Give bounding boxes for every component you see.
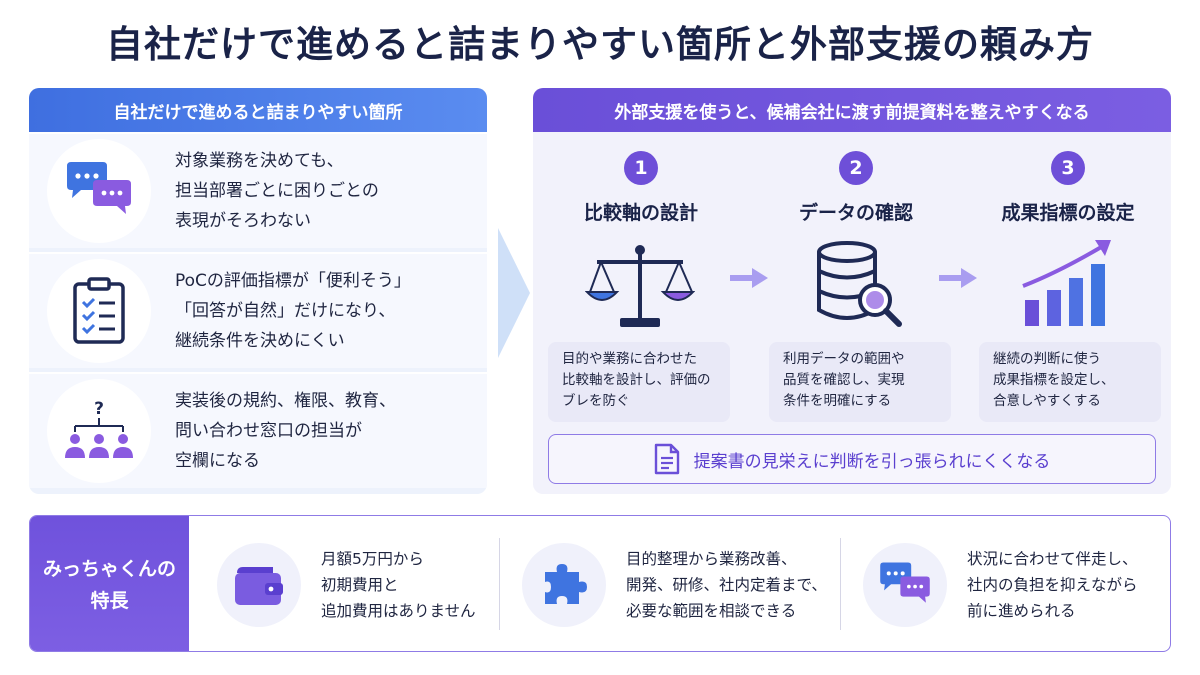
- chat-bubbles-icon: [47, 139, 151, 243]
- feature-text: 月額5万円から 初期費用と 追加費用はありません: [321, 549, 476, 620]
- divider: [840, 538, 841, 630]
- support-panel: 外部支援を使うと、候補会社に渡す前提資料を整えやすくなる 1 比較軸の設計 目的…: [533, 88, 1171, 494]
- issue-item: PoCの評価指標が「便利そう」 「回答が自然」だけになり、 継続条件を決めにくい: [29, 252, 487, 368]
- arrow-right-icon: [939, 268, 977, 288]
- issue-text: PoCの評価指標が「便利そう」 「回答が自然」だけになり、 継続条件を決めにくい: [175, 271, 411, 351]
- issue-text: 対象業務を決めても、 担当部署ごとに困りごとの 表現がそろわない: [175, 151, 379, 231]
- feature-item: 月額5万円から 初期費用と 追加費用はありません: [217, 516, 476, 651]
- issues-panel-header: 自社だけで進めると詰まりやすい箇所: [29, 88, 487, 132]
- chevron-right-icon: [498, 228, 530, 358]
- support-panel-header: 外部支援を使うと、候補会社に渡す前提資料を整えやすくなる: [533, 88, 1171, 132]
- step-description: 継続の判断に使う 成果指標を設定し、 合意しやすくする: [979, 342, 1161, 422]
- features-bar: みっちゃくんの 特長 月額5万円から 初期費用と 追加費用はありません 目的整理…: [29, 515, 1171, 652]
- features-label: みっちゃくんの 特長: [30, 516, 189, 651]
- step-title: 成果指標の設定: [1001, 202, 1135, 224]
- result-box: 提案書の見栄えに判断を引っ張られにくくなる: [548, 434, 1156, 484]
- issues-panel: 自社だけで進めると詰まりやすい箇所 対象業務を決めても、 担当部署ごとに困りごと…: [29, 88, 487, 494]
- wallet-icon: [217, 542, 301, 627]
- step-number: 3: [1051, 151, 1085, 185]
- result-text: 提案書の見栄えに判断を引っ張られにくくなる: [693, 451, 1051, 472]
- database-search-icon: [817, 241, 902, 327]
- step-number: 2: [839, 151, 873, 185]
- step-description: 目的や業務に合わせた 比較軸を設計し、評価の ブレを防ぐ: [548, 342, 730, 422]
- divider: [499, 538, 500, 630]
- step-title: 比較軸の設計: [583, 202, 698, 224]
- chat-bubbles-icon: [863, 542, 947, 627]
- puzzle-icon: [522, 542, 606, 627]
- document-icon: [654, 443, 679, 475]
- page-title: 自社だけで進めると詰まりやすい箇所と外部支援の頼み方: [106, 23, 1094, 66]
- feature-item: 目的整理から業務改善、 開発、研修、社内定着まで、 必要な範囲を相談できる: [522, 516, 827, 651]
- svg-text:?: ?: [94, 399, 104, 419]
- clipboard-checklist-icon: [47, 259, 151, 363]
- step-description: 利用データの範囲や 品質を確認し、実現 条件を明確にする: [769, 342, 951, 422]
- issue-text: 実装後の規約、権限、教育、 問い合わせ窓口の担当が 空欄になる: [175, 391, 396, 471]
- issue-item: ? 実装後の規約、権限、教育、 問い合わせ窓口の担当が 空欄になる: [29, 372, 487, 488]
- arrow-right-icon: [730, 268, 768, 288]
- balance-scale-icon: [585, 245, 695, 327]
- step-number: 1: [624, 151, 658, 185]
- feature-text: 状況に合わせて伴走し、 社内の負担を抑えながら 前に進められる: [967, 549, 1138, 620]
- step-title: データの確認: [798, 202, 913, 224]
- growth-chart-icon: [1022, 240, 1111, 326]
- feature-item: 状況に合わせて伴走し、 社内の負担を抑えながら 前に進められる: [863, 516, 1138, 651]
- issue-item: 対象業務を決めても、 担当部署ごとに困りごとの 表現がそろわない: [29, 132, 487, 248]
- team-question-icon: ?: [47, 379, 151, 483]
- feature-text: 目的整理から業務改善、 開発、研修、社内定着まで、 必要な範囲を相談できる: [626, 549, 827, 620]
